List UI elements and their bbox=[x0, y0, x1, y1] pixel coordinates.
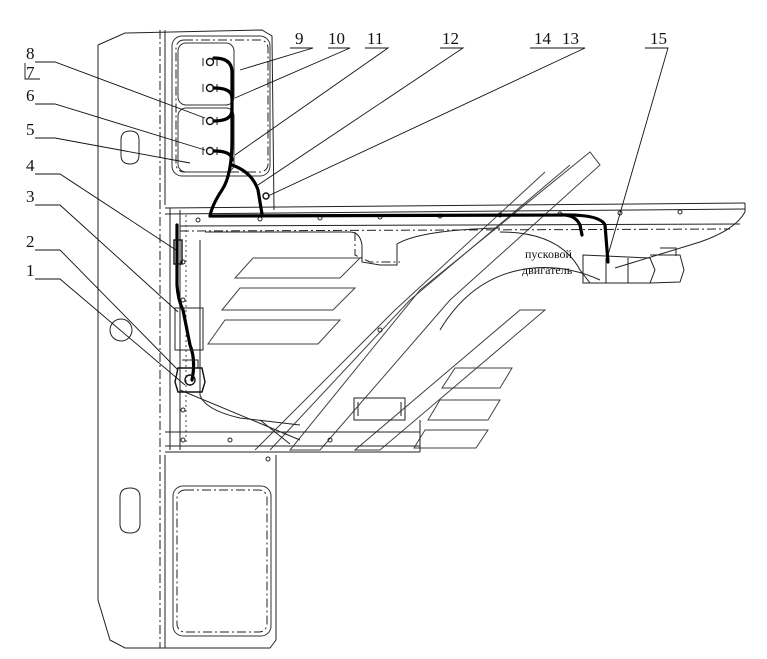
callout-labels: 1 2 3 4 5 6 7 8 9 10 11 12 13 14 15 bbox=[26, 29, 667, 280]
relay-panel bbox=[171, 35, 271, 177]
wiring-harness bbox=[173, 56, 610, 393]
callout-4: 4 bbox=[26, 156, 35, 175]
annotation-line-1: пусковой bbox=[525, 247, 573, 261]
callout-7: 7 bbox=[26, 63, 35, 82]
callout-2: 2 bbox=[26, 232, 35, 251]
callout-8: 8 bbox=[26, 44, 35, 63]
callout-6: 6 bbox=[26, 86, 35, 105]
callout-9: 9 bbox=[295, 29, 304, 48]
callout-13: 13 bbox=[562, 29, 579, 48]
callout-11: 11 bbox=[367, 29, 383, 48]
lower-panel bbox=[172, 456, 272, 637]
callout-3: 3 bbox=[26, 187, 35, 206]
annotation-line-2: двигатель bbox=[522, 263, 573, 277]
cab-outline bbox=[97, 29, 277, 649]
stripe-decoration bbox=[207, 151, 601, 451]
callout-14: 14 bbox=[534, 29, 552, 48]
leader-lines bbox=[24, 47, 669, 386]
engine-annotation: пусковой двигатель bbox=[522, 247, 573, 277]
callout-12: 12 bbox=[442, 29, 459, 48]
starting-engine bbox=[582, 247, 685, 284]
callout-5: 5 bbox=[26, 120, 35, 139]
connector-icon bbox=[174, 359, 206, 393]
callout-1: 1 bbox=[26, 261, 35, 280]
callout-15: 15 bbox=[650, 29, 667, 48]
callout-10: 10 bbox=[328, 29, 345, 48]
frame-structure bbox=[164, 202, 746, 453]
relay-connector-icon bbox=[202, 57, 218, 156]
